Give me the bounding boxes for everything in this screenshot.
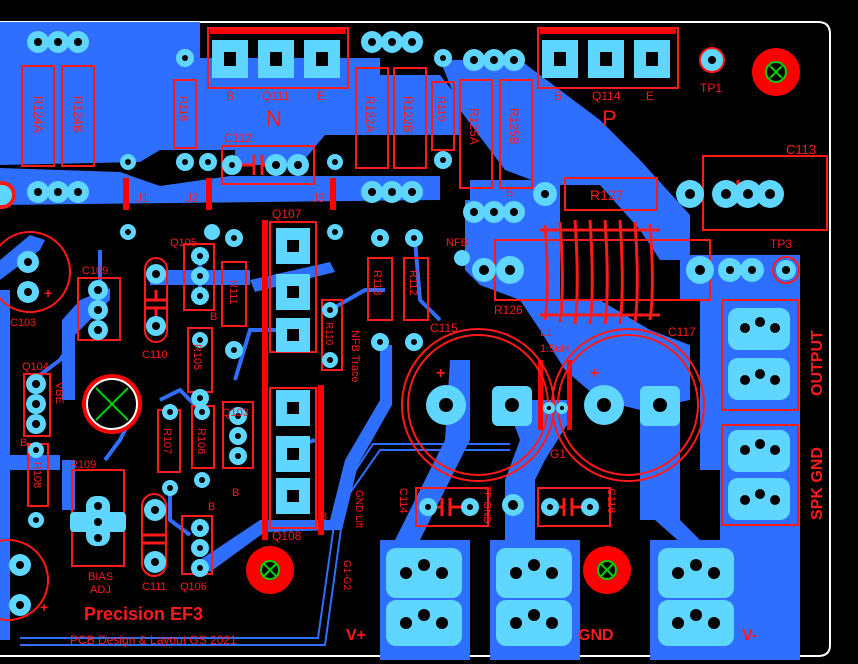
label-l1-value: 1.5uH <box>540 343 569 355</box>
label-j2: J2 <box>186 191 199 205</box>
b-mark: B <box>232 487 239 499</box>
label-q104: Q104 <box>22 361 49 373</box>
plus-mark: + <box>590 365 599 382</box>
label-r125b: R125B <box>507 108 521 145</box>
label-r126: R126 <box>494 303 523 317</box>
label-q108: Q108 <box>272 529 302 543</box>
label-output: OUTPUT <box>809 330 826 396</box>
label-gnd: GND <box>578 627 614 644</box>
label-tp1: TP1 <box>700 81 722 95</box>
label-c110: C110 <box>142 349 167 361</box>
label-r111: R111 <box>227 280 239 305</box>
label-r125a: R125A <box>467 108 481 145</box>
label-q111-n: N <box>266 106 282 131</box>
b-mark: B <box>320 511 327 523</box>
label-v-plus: V+ <box>346 627 366 644</box>
label-bias-adj-1: BIAS <box>88 571 113 583</box>
label-c116: C116 <box>605 488 617 513</box>
board-title: Precision EF3 <box>84 604 203 624</box>
label-q114-p: P <box>602 106 617 131</box>
label-c117: C117 <box>668 325 696 339</box>
label-r105: R105 <box>191 344 203 370</box>
pads <box>9 31 800 646</box>
label-r116: R116 <box>177 96 189 121</box>
top-copper-layer <box>123 28 676 540</box>
b-mark: B <box>208 501 215 513</box>
label-j3: J3 <box>312 191 325 205</box>
plus-mark: + <box>40 599 48 615</box>
label-c109: C109 <box>82 265 108 277</box>
label-q106: Q106 <box>180 581 207 593</box>
silkscreen-outlines <box>0 27 828 621</box>
label-r124a: R124A <box>31 96 45 133</box>
label-c113: C113 <box>786 142 816 157</box>
label-q114-e: E <box>646 89 654 103</box>
label-spk-gnd: SPK GND <box>809 447 826 520</box>
label-r122b: R122B <box>401 96 415 133</box>
label-r112: R112 <box>407 270 419 295</box>
label-g1-g2: G1-G2 <box>341 560 352 590</box>
label-j1: J1 <box>136 191 149 205</box>
label-r109: R109 <box>70 459 96 471</box>
label-r127: R127 <box>590 187 624 203</box>
label-bias-adj-2: ADJ <box>90 584 111 596</box>
label-tp-gnd: TP GND <box>481 486 492 524</box>
label-gnd-lift: GND Lift <box>353 490 364 529</box>
label-c103: C103 <box>10 317 36 329</box>
label-nfb-trace: NFB Trace <box>349 330 361 383</box>
label-r113: R113 <box>371 270 383 295</box>
board-outline <box>0 21 831 657</box>
plus-mark: + <box>436 365 445 382</box>
label-r107: R107 <box>161 428 173 454</box>
inductor-l1-coil <box>540 219 660 325</box>
label-nfb: NFB <box>446 237 468 249</box>
board-subtitle: PCB Design & Layout GS 2021 <box>70 633 237 647</box>
label-r106: R106 <box>195 428 207 454</box>
b-mark: B <box>20 437 27 449</box>
b-mark: B <box>506 187 513 199</box>
b-mark: B <box>210 311 217 323</box>
label-q111-b: B <box>226 89 234 103</box>
label-q107: Q107 <box>272 207 302 221</box>
label-q111-e: E <box>317 89 325 103</box>
label-r122a: R122A <box>363 96 377 133</box>
label-r119: R119 <box>435 96 447 121</box>
silkscreen-labels: R124A R124B R116 B Q111 E N R122A R122B … <box>10 81 826 647</box>
label-q103: Q103 <box>222 407 249 419</box>
label-c114: C114 <box>397 488 409 513</box>
label-g1: G1 <box>550 447 566 461</box>
label-r108: R108 <box>31 462 43 488</box>
label-c112: C112 <box>224 131 252 145</box>
plus-mark: + <box>44 285 52 301</box>
label-q114-b: B <box>554 89 562 103</box>
label-c111: C111 <box>142 581 167 593</box>
mounting-holes <box>0 48 800 594</box>
label-q105: Q105 <box>170 237 197 249</box>
label-r110: R110 <box>323 322 334 346</box>
label-vbe: VBE <box>53 382 65 404</box>
label-q111: Q111 <box>262 89 290 103</box>
label-c115: C115 <box>430 321 458 335</box>
label-q114: Q114 <box>592 89 621 103</box>
label-v-minus: V- <box>742 627 757 644</box>
label-r124b: R124B <box>71 96 85 133</box>
label-l1: L1 <box>540 327 552 339</box>
label-tp3: TP3 <box>770 237 792 251</box>
